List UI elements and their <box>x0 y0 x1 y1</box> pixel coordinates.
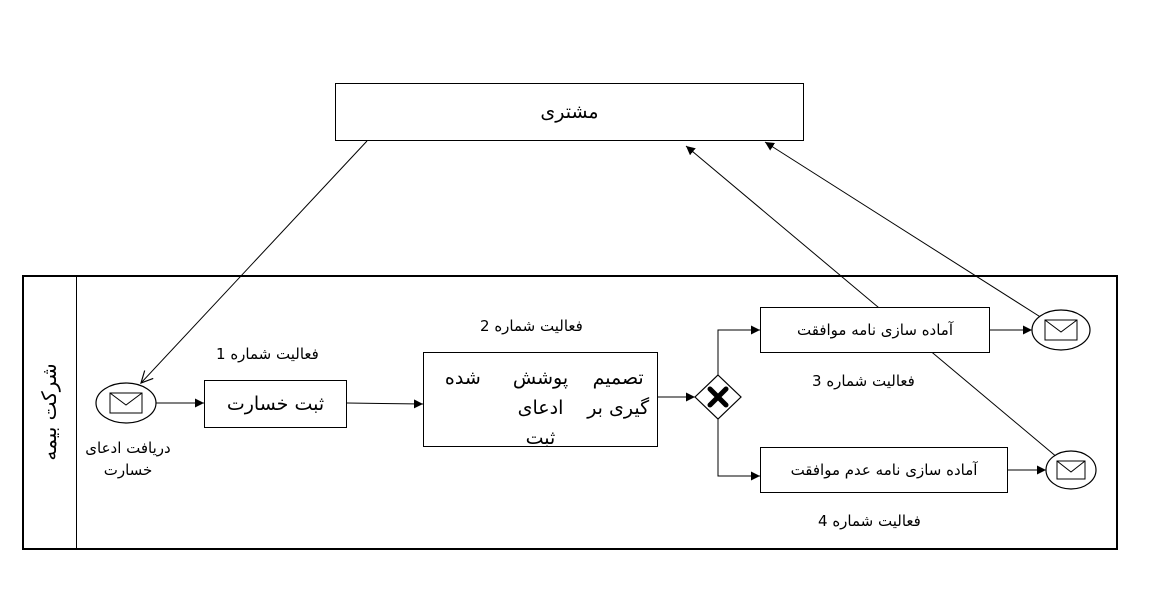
envelope-icon <box>1056 460 1086 480</box>
pool-title: شرکت بیمه <box>37 363 61 461</box>
task-register-claim: ثبت خسارت <box>204 380 347 428</box>
exclusive-gateway <box>694 374 742 420</box>
insurance-company-pool <box>22 275 1118 550</box>
end-event-rejection <box>1045 450 1097 490</box>
task3-title: فعالیت شماره 3 <box>812 372 915 390</box>
customer-participant: مشتری <box>335 83 804 141</box>
task2-text-line3: شده <box>444 367 481 389</box>
task-coverage-decision: تصمیم گیری بر پوشش ادعای ثبت شده <box>423 352 658 447</box>
end-event-approval <box>1031 309 1091 351</box>
envelope-icon <box>109 392 143 414</box>
sequence-flow-gateway-to-task3 <box>717 325 760 375</box>
pool-header-divider <box>76 276 77 549</box>
message-flow-end1-to-customer <box>764 141 1043 319</box>
sequence-flow-gateway-to-task4 <box>717 419 760 481</box>
message-flow-customer-to-start <box>141 140 368 383</box>
start-event <box>95 382 157 424</box>
task1-title: فعالیت شماره 1 <box>216 345 319 363</box>
sequence-flow-task1-to-task2 <box>346 399 424 409</box>
task2-text-line2: پوشش ادعای ثبت <box>512 367 569 447</box>
message-flow-end2-to-customer <box>685 145 1059 459</box>
task2-text-line1: تصمیم گیری بر <box>587 367 650 419</box>
task-prepare-approval-letter: آماده سازی نامه موافقت <box>760 307 990 353</box>
start-event-label: دریافت ادعای خسارت <box>85 439 171 479</box>
x-icon <box>707 386 729 408</box>
task4-title: فعالیت شماره 4 <box>818 512 921 530</box>
task-prepare-rejection-letter: آماده سازی نامه عدم موافقت <box>760 447 1008 493</box>
task2-title: فعالیت شماره 2 <box>480 317 583 335</box>
envelope-icon <box>1044 319 1078 341</box>
